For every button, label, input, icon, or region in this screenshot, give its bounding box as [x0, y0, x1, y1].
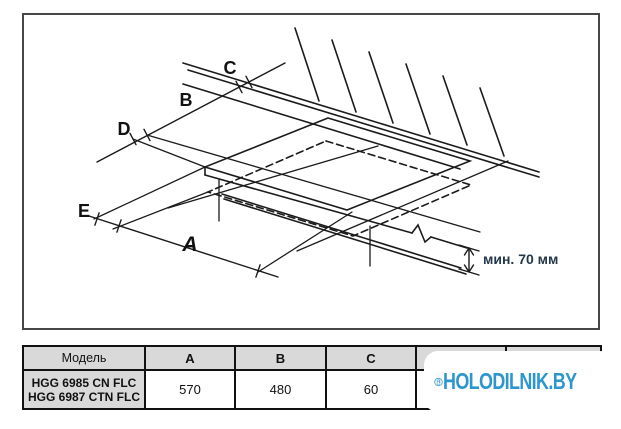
- watermark-text: HOLODILNIK.BY: [442, 368, 577, 394]
- min-depth-note: мин. 70 мм: [483, 251, 558, 267]
- label-d: D: [118, 119, 131, 139]
- min-depth-dimension: [458, 244, 480, 276]
- header-model: Модель: [22, 345, 146, 371]
- cell-model: HGG 6985 CN FLC HGG 6987 CTN FLC: [22, 369, 146, 410]
- construction-lines: [93, 134, 509, 273]
- diagram-frame: [22, 13, 600, 330]
- header-c: C: [325, 345, 417, 371]
- holodilnik-watermark: HOLODILNIK.BY: [424, 351, 614, 412]
- label-a: A: [181, 233, 197, 256]
- label-e: E: [78, 201, 90, 221]
- label-b: B: [180, 90, 193, 110]
- counter-back-edge: [182, 83, 461, 170]
- dimension-line-ea: [88, 212, 279, 278]
- wall-line-2: [187, 69, 540, 178]
- cell-b: 480: [234, 369, 327, 410]
- header-a: A: [144, 345, 236, 371]
- model-line-2: HGG 6987 CTN FLC: [27, 389, 141, 404]
- break-symbol: [411, 223, 432, 244]
- cooktop-body-top: [221, 193, 462, 269]
- cell-c: 60: [325, 369, 417, 410]
- wall-line: [182, 62, 540, 173]
- cooktop-body-bottom: [223, 198, 467, 275]
- cutout-underside-edge: [204, 174, 413, 234]
- cell-a: 570: [144, 369, 236, 410]
- fridge-logo-icon: [434, 377, 443, 386]
- header-b: B: [234, 345, 327, 371]
- label-c: C: [224, 58, 237, 78]
- cooktop-glass-outline: [205, 140, 474, 237]
- cooktop-cutout-diagram: C B D E A мин. 70 мм: [22, 13, 600, 330]
- wall-hatch-lines: [294, 27, 505, 157]
- cutout-hole: [202, 117, 473, 211]
- dimension-line-cbd: [96, 62, 286, 163]
- model-line-1: HGG 6985 CN FLC: [31, 375, 137, 390]
